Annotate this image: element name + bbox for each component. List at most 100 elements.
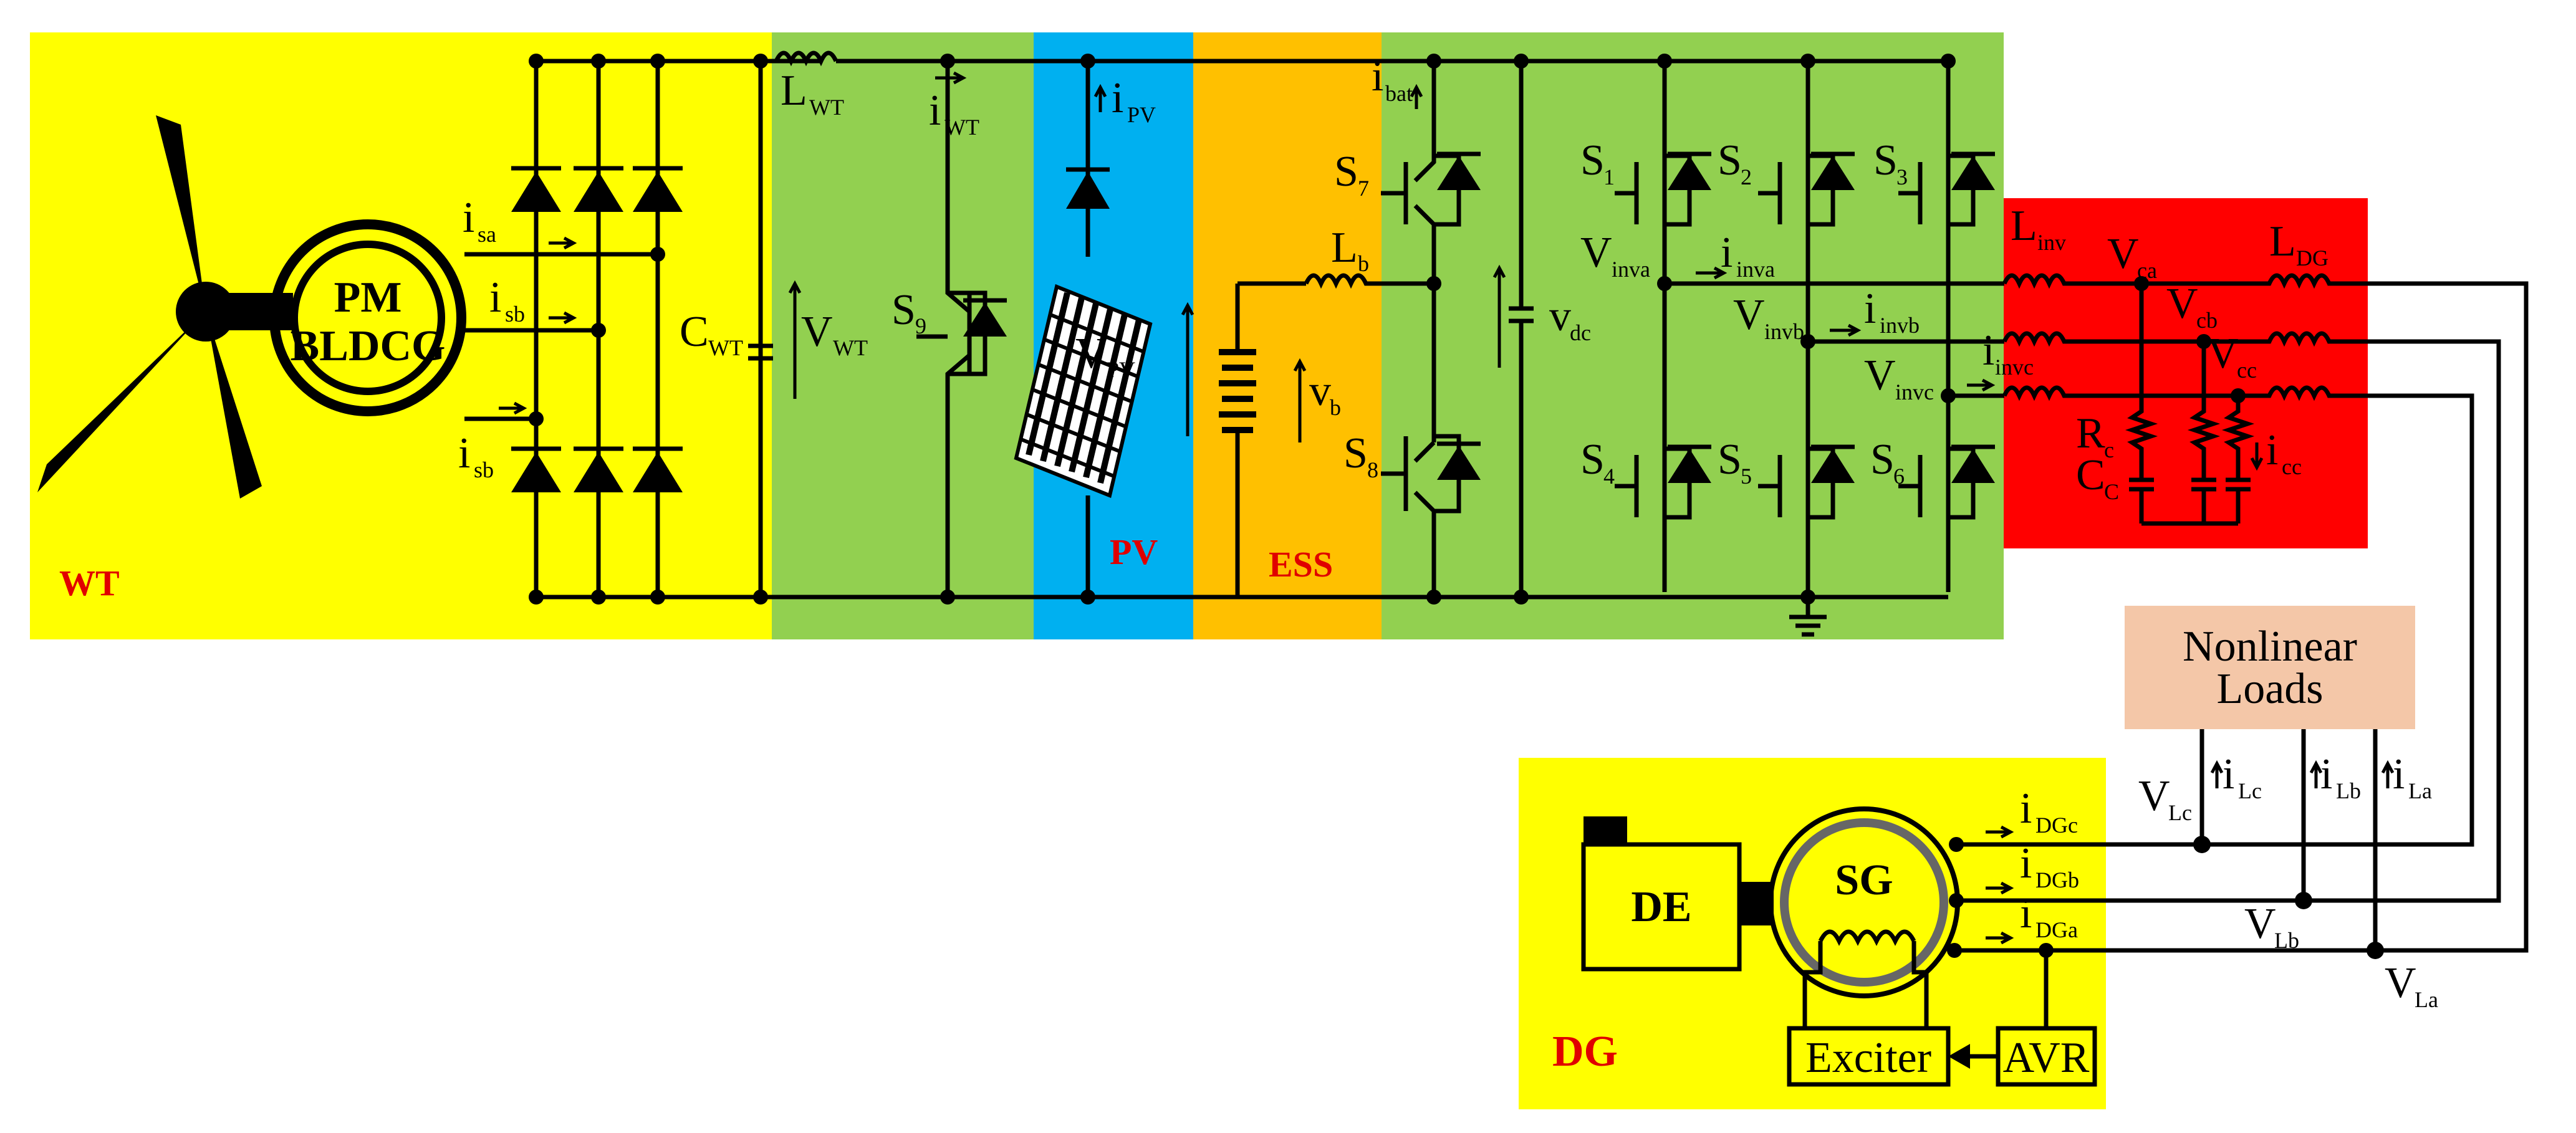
zone-label-pv: PV	[1110, 532, 1158, 572]
svg-text:ca: ca	[2137, 258, 2157, 283]
svg-text:C: C	[2104, 479, 2119, 504]
svg-text:6: 6	[1893, 464, 1905, 489]
svg-text:V: V	[2244, 900, 2276, 948]
svg-text:sb: sb	[505, 302, 525, 327]
svg-text:V: V	[1580, 229, 1612, 277]
svg-text:b: b	[1358, 251, 1369, 276]
svg-text:V: V	[1864, 351, 1896, 399]
svg-text:i: i	[1864, 285, 1876, 333]
svg-text:cc: cc	[2237, 358, 2257, 383]
svg-text:S: S	[1334, 148, 1358, 196]
switch-s7	[1381, 61, 1481, 442]
svg-text:invc: invc	[1895, 380, 1934, 404]
wind-turbine-icon	[37, 115, 293, 499]
svg-text:sb: sb	[474, 457, 494, 482]
svg-text:9: 9	[915, 313, 926, 338]
svg-text:i: i	[458, 429, 470, 477]
capacitor-cwt	[748, 343, 773, 361]
inverter-leg-a	[1615, 61, 1711, 592]
svg-text:V: V	[801, 308, 833, 356]
svg-text:i: i	[2266, 426, 2278, 474]
label-vlb: VLb	[2244, 900, 2299, 953]
svg-text:1: 1	[1603, 165, 1615, 189]
svg-text:i: i	[2020, 839, 2032, 887]
svg-text:S: S	[1580, 136, 1605, 184]
svg-text:C: C	[680, 308, 709, 356]
svg-text:inva: inva	[1612, 257, 1650, 282]
generator-label-bldcg: BLDCG	[291, 322, 446, 370]
generator-label-pm: PM	[334, 274, 402, 322]
avr-block: AVR	[1996, 1026, 2097, 1087]
svg-text:Lc: Lc	[2168, 800, 2192, 825]
label-vb: vb	[1309, 367, 1341, 420]
svg-text:WT: WT	[708, 335, 743, 360]
svg-text:S: S	[1718, 436, 1742, 484]
svg-text:DGc: DGc	[2035, 813, 2078, 838]
svg-text:i: i	[1112, 74, 1123, 122]
svg-text:L: L	[2269, 218, 2296, 265]
svg-text:b: b	[1330, 395, 1341, 420]
ground-icon	[1789, 597, 1827, 637]
svg-text:V: V	[1075, 330, 1107, 378]
svg-text:i: i	[929, 87, 941, 135]
svg-text:invb: invb	[1880, 313, 1920, 338]
svg-text:8: 8	[1367, 457, 1378, 482]
svg-text:sa: sa	[478, 222, 496, 247]
avr-label: AVR	[2003, 1034, 2090, 1082]
inductor-linv-abc	[2002, 273, 2238, 401]
svg-text:WT: WT	[809, 95, 844, 120]
label-vdc: vdc	[1549, 292, 1591, 345]
svg-text:S: S	[1580, 436, 1605, 484]
filter-zone	[2004, 198, 2368, 548]
pv-panel-icon	[1014, 284, 1153, 499]
svg-text:v: v	[1309, 367, 1331, 415]
inductor-lb	[1304, 273, 1434, 289]
label-s5: S5	[1718, 436, 1752, 489]
loads-line2: Loads	[2216, 665, 2323, 713]
svg-text:PV: PV	[1107, 357, 1135, 382]
label-s3: S3	[1873, 136, 1908, 189]
svg-text:DG: DG	[2296, 246, 2328, 270]
svg-text:i: i	[2223, 750, 2234, 798]
svg-text:invc: invc	[1995, 355, 2034, 380]
label-s2: S2	[1718, 136, 1752, 189]
svg-text:R: R	[2076, 409, 2105, 457]
svg-text:i: i	[463, 194, 474, 242]
svg-text:S: S	[1870, 436, 1895, 484]
svg-text:V: V	[2166, 280, 2198, 328]
loads-line1: Nonlinear	[2183, 623, 2357, 671]
pv-diode	[1066, 171, 1110, 209]
exciter-label: Exciter	[1805, 1034, 1931, 1082]
label-s6: S6	[1870, 436, 1905, 489]
svg-text:i: i	[1721, 229, 1733, 277]
svg-text:V: V	[2385, 959, 2416, 1007]
battery-icon	[1219, 281, 1306, 597]
svg-text:V: V	[2107, 230, 2139, 278]
svg-text:V: V	[1733, 291, 1765, 339]
pm-bldc-generator: PM BLDCG	[269, 219, 466, 416]
zone-label-wt: WT	[59, 563, 120, 603]
svg-text:La: La	[2415, 987, 2438, 1012]
svg-text:C: C	[2076, 451, 2105, 499]
svg-text:WT: WT	[944, 115, 979, 140]
switch-s8	[1381, 434, 1481, 597]
label-rc: Rc	[2076, 409, 2114, 462]
